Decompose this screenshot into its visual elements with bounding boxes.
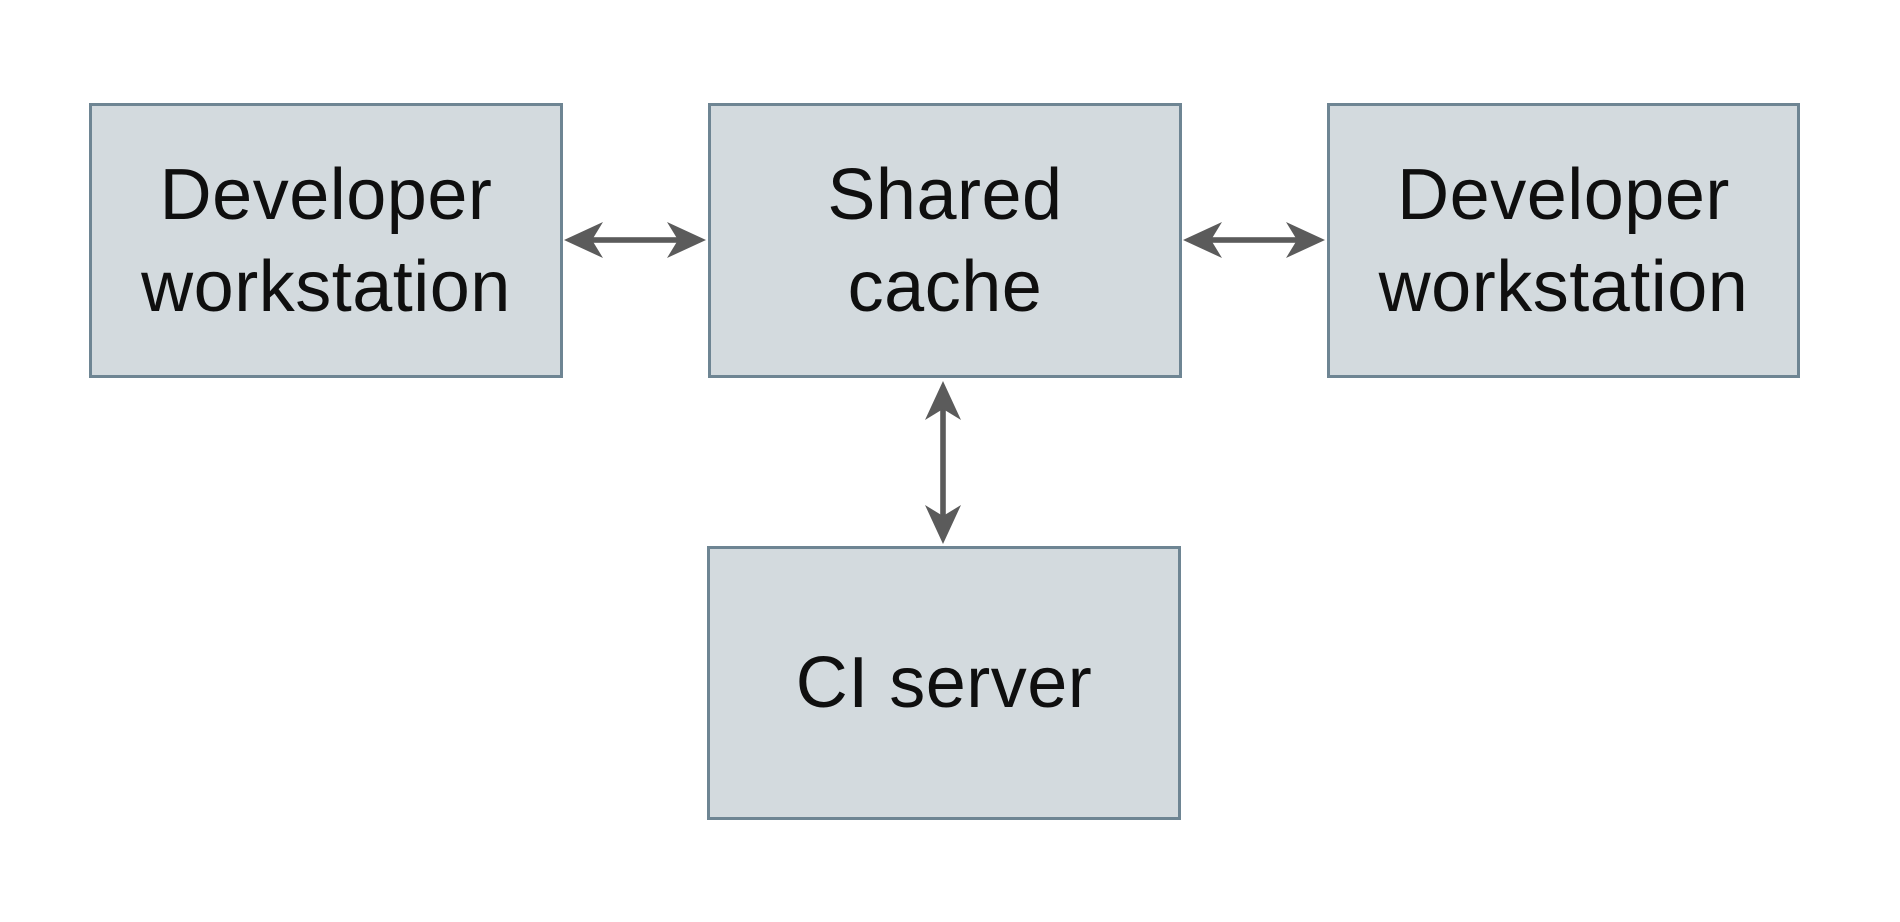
bidirectional-arrow-cache-to-ci-icon [921, 379, 965, 546]
node-ci-server: CI server [707, 546, 1181, 820]
node-developer-workstation-right: Developer workstation [1327, 103, 1800, 378]
node-shared-cache: Shared cache [708, 103, 1182, 378]
bidirectional-arrow-left-to-cache-icon [562, 218, 708, 262]
node-label-line: Developer [1397, 154, 1730, 235]
node-label-line: cache [847, 246, 1043, 327]
node-label-line: CI server [795, 643, 1093, 723]
node-developer-workstation-left: Developer workstation [89, 103, 563, 378]
bidirectional-arrow-cache-to-right-icon [1181, 218, 1327, 262]
node-label-line: workstation [141, 246, 511, 327]
node-label-line: Developer [159, 154, 493, 235]
node-label-line: workstation [1378, 246, 1749, 327]
node-label-line: Shared [827, 154, 1063, 235]
